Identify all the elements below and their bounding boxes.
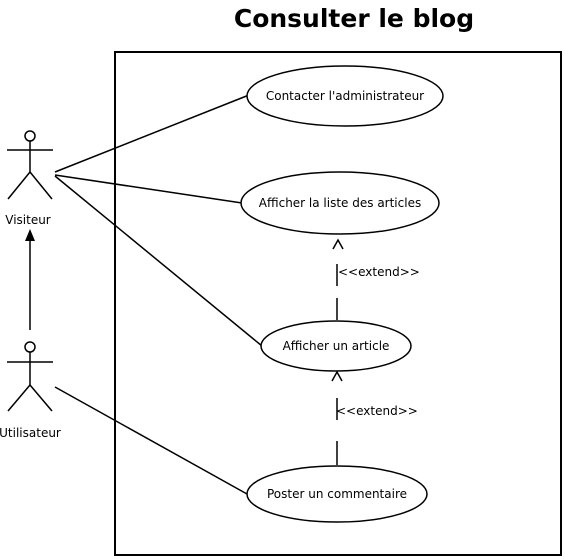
use-case-label: Afficher un article bbox=[283, 339, 390, 353]
use-case-liste: Afficher la liste des articles bbox=[240, 171, 440, 235]
actor-head-icon bbox=[24, 341, 36, 353]
actor-label: Visiteur bbox=[5, 213, 51, 227]
use-case-label: Poster un commentaire bbox=[267, 487, 407, 501]
use-case-article: Afficher un article bbox=[260, 320, 412, 372]
diagram-title: Consulter le blog bbox=[234, 4, 474, 33]
use-case-label: Contacter l'administrateur bbox=[266, 89, 424, 103]
associations bbox=[54, 94, 263, 495]
extend-poster-article: <<extend>> bbox=[331, 370, 418, 465]
extend-stereotype-label: <<extend>> bbox=[338, 265, 420, 279]
use-case-ellipse bbox=[246, 465, 428, 523]
association-utilisateur-poster bbox=[54, 386, 248, 495]
extend-arrowhead bbox=[332, 238, 344, 250]
use-case-poster: Poster un commentaire bbox=[246, 465, 428, 523]
use-case-ellipse bbox=[260, 320, 412, 372]
actor-leg-right bbox=[29, 384, 53, 412]
association-visiteur-contacter bbox=[54, 94, 250, 173]
actor-head-icon bbox=[24, 130, 36, 142]
use-case-ellipse bbox=[240, 171, 440, 235]
use-case-ellipse bbox=[246, 65, 444, 127]
association-visiteur-liste bbox=[54, 174, 243, 204]
actor-leg-left bbox=[7, 384, 31, 412]
actor-leg-left bbox=[7, 171, 31, 200]
actor-visiteur: Visiteur bbox=[5, 130, 53, 227]
extend-article-liste: <<extend>> bbox=[332, 238, 420, 320]
generalization-arrowhead bbox=[25, 229, 35, 241]
association-visiteur-article bbox=[54, 175, 263, 347]
extend-arrowhead bbox=[331, 370, 343, 382]
generalization-utilisateur-visiteur bbox=[25, 229, 35, 330]
actor-utilisateur: Utilisateur bbox=[0, 341, 61, 440]
use-case-label: Afficher la liste des articles bbox=[259, 196, 421, 210]
actor-label: Utilisateur bbox=[0, 426, 61, 440]
use-case-contacter: Contacter l'administrateur bbox=[246, 65, 444, 127]
actor-leg-right bbox=[29, 171, 53, 200]
extend-stereotype-label: <<extend>> bbox=[336, 404, 418, 418]
